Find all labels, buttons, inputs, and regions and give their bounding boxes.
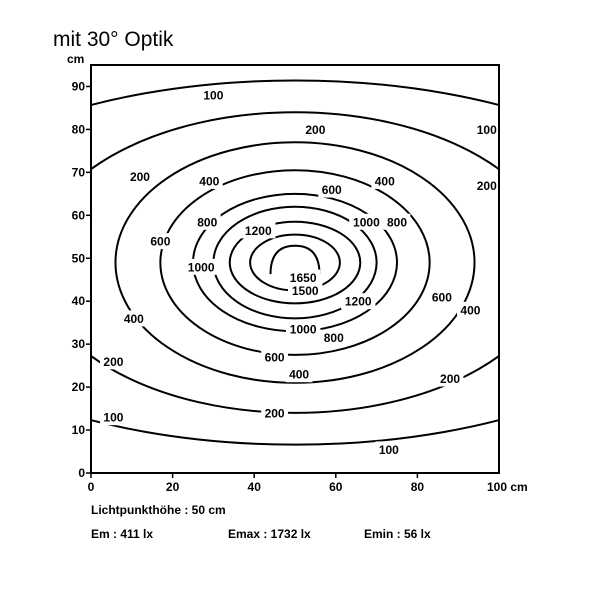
contour-label-1000: 1000 — [188, 260, 215, 274]
y-tick-label: 30 — [72, 337, 86, 351]
contour-label-bg — [383, 213, 411, 230]
y-tick-label: 70 — [72, 165, 86, 179]
y-tick-label: 40 — [72, 294, 86, 308]
contour-label-600: 600 — [150, 235, 170, 249]
contour-label-bg — [285, 366, 313, 383]
contour-label-1500: 1500 — [292, 284, 319, 298]
contour-label-200: 200 — [477, 179, 497, 193]
contour-label-600: 600 — [265, 351, 285, 365]
min-illuminance: Emin : 56 lx — [364, 527, 431, 541]
contour-label-1000: 1000 — [353, 215, 380, 229]
plot-frame — [90, 64, 500, 474]
y-axis-unit-label: cm — [67, 52, 84, 66]
contour-1650 — [269, 244, 321, 275]
y-tick-label: 20 — [72, 380, 86, 394]
contour-200 — [91, 111, 499, 414]
contour-label-200: 200 — [265, 406, 285, 420]
contour-label-400: 400 — [460, 303, 480, 317]
y-tick-label: 10 — [72, 423, 86, 437]
contour-label-200: 200 — [103, 355, 123, 369]
mean-illuminance: Em : 411 lx — [91, 527, 154, 541]
contour-label-bg — [428, 288, 456, 305]
max-illuminance: Emax : 1732 lx — [228, 527, 311, 541]
contour-label-bg — [100, 409, 127, 426]
contour-label-bg — [183, 258, 219, 275]
contour-1200 — [228, 220, 362, 305]
contour-label-bg — [261, 349, 288, 366]
contour-label-400: 400 — [124, 312, 144, 326]
contour-label-bg — [195, 172, 223, 189]
contour-label-bg — [261, 404, 288, 421]
contour-label-100: 100 — [203, 89, 223, 103]
x-tick-label: 0 — [88, 480, 95, 494]
x-tick-label: 40 — [248, 480, 262, 494]
contour-label-bg — [375, 441, 403, 458]
contour-label-bg — [318, 181, 346, 198]
contour-label-1650: 1650 — [290, 271, 317, 285]
contour-label-600: 600 — [432, 290, 452, 304]
contour-label-bg — [200, 87, 227, 104]
contour-label-100: 100 — [103, 411, 123, 425]
contour-label-bg — [457, 301, 484, 318]
contour-label-100: 100 — [477, 123, 497, 137]
contour-100 — [91, 79, 499, 446]
contour-label-bg — [126, 168, 154, 185]
contour-label-bg — [146, 233, 174, 250]
chart-title: mit 30° Optik — [53, 28, 174, 51]
x-axis-end-label: 100 cm — [487, 480, 528, 494]
contour-label-bg — [241, 222, 276, 239]
x-tick-label: 20 — [166, 480, 180, 494]
contour-label-100: 100 — [379, 443, 399, 457]
contour-label-bg — [473, 121, 501, 138]
contour-label-800: 800 — [197, 215, 217, 229]
contour-label-bg — [473, 177, 501, 194]
contour-label-1000: 1000 — [290, 323, 317, 337]
contour-label-1200: 1200 — [245, 224, 272, 238]
contour-600 — [159, 169, 431, 356]
contour-label-bg — [120, 310, 148, 327]
y-tick-label: 50 — [72, 251, 86, 265]
axes: 0 20 40 60 80 100 cm 0 10 20 30 40 50 60 70 80 90 cm — [67, 52, 528, 494]
y-tick-label: 0 — [78, 466, 85, 480]
x-tick-label: 80 — [411, 480, 425, 494]
y-tick-label: 80 — [72, 122, 86, 136]
contour-label-bg — [193, 213, 221, 230]
x-tick-label: 60 — [329, 480, 343, 494]
contour-labels: 100 100 100 100 200 200 200 200 200 200 400 400 400 4… — [100, 87, 501, 458]
contour-label-600: 600 — [322, 183, 342, 197]
contour-label-1200: 1200 — [345, 295, 372, 309]
contour-label-bg — [302, 121, 329, 138]
y-tick-label: 90 — [72, 79, 86, 93]
contour-label-200: 200 — [130, 170, 150, 184]
contour-label-800: 800 — [387, 215, 407, 229]
contour-label-bg — [285, 269, 321, 286]
contour-label-bg — [320, 329, 348, 346]
contour-label-bg — [371, 172, 399, 189]
contour-400 — [114, 141, 476, 384]
contour-label-400: 400 — [199, 174, 219, 188]
contour-label-400: 400 — [289, 368, 309, 382]
contour-label-bg — [285, 321, 321, 338]
contour-label-400: 400 — [375, 174, 395, 188]
contour-label-bg — [341, 293, 376, 310]
contour-label-200: 200 — [440, 372, 460, 386]
contour-label-bg — [349, 213, 384, 230]
contour-label-bg — [436, 370, 464, 387]
contour-label-bg — [288, 282, 323, 299]
contour-lines — [91, 79, 499, 446]
contour-label-bg — [100, 353, 127, 370]
contour-label-200: 200 — [305, 123, 325, 137]
contour-label-800: 800 — [324, 331, 344, 345]
y-tick-label: 60 — [72, 208, 86, 222]
light-point-height: Lichtpunkthöhe : 50 cm — [91, 503, 226, 517]
